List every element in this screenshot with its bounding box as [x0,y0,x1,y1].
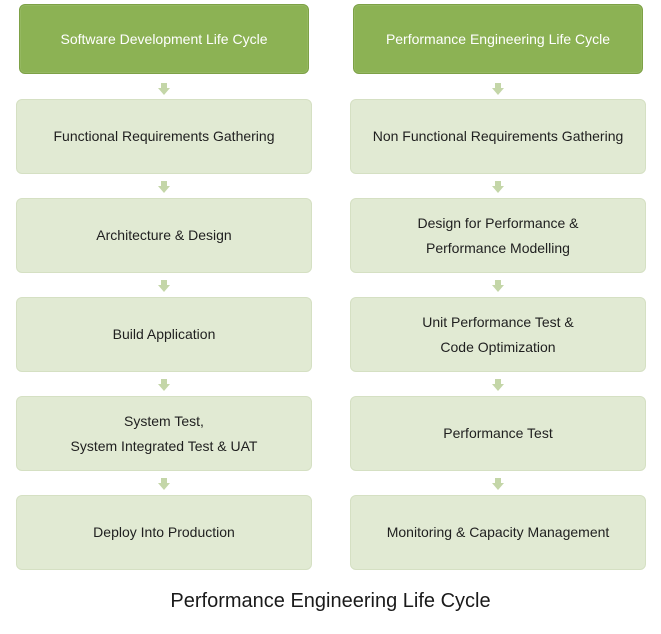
pelc-step-monitoring: Monitoring & Capacity Management [350,495,646,570]
sdlc-step-architecture: Architecture & Design [16,198,312,273]
pelc-step-performance-test: Performance Test [350,396,646,471]
pelc-step-unit-test: Unit Performance Test & Code Optimizatio… [350,297,646,372]
pelc-step-design: Design for Performance & Performance Mod… [350,198,646,273]
sdlc-step-build: Build Application [16,297,312,372]
down-arrow-icon [492,478,504,490]
diagram-caption: Performance Engineering Life Cycle [170,590,491,612]
down-arrow-icon [492,181,504,193]
down-arrow-icon [158,181,170,193]
down-arrow-icon [492,379,504,391]
down-arrow-icon [158,478,170,490]
sdlc-step-system-test: System Test, System Integrated Test & UA… [16,396,312,471]
down-arrow-icon [492,280,504,292]
sdlc-header: Software Development Life Cycle [19,4,309,74]
down-arrow-icon [158,280,170,292]
down-arrow-icon [492,83,504,95]
sdlc-step-requirements: Functional Requirements Gathering [16,99,312,174]
pelc-step-nfr: Non Functional Requirements Gathering [350,99,646,174]
pelc-header: Performance Engineering Life Cycle [353,4,643,74]
sdlc-step-deploy: Deploy Into Production [16,495,312,570]
down-arrow-icon [158,379,170,391]
down-arrow-icon [158,83,170,95]
